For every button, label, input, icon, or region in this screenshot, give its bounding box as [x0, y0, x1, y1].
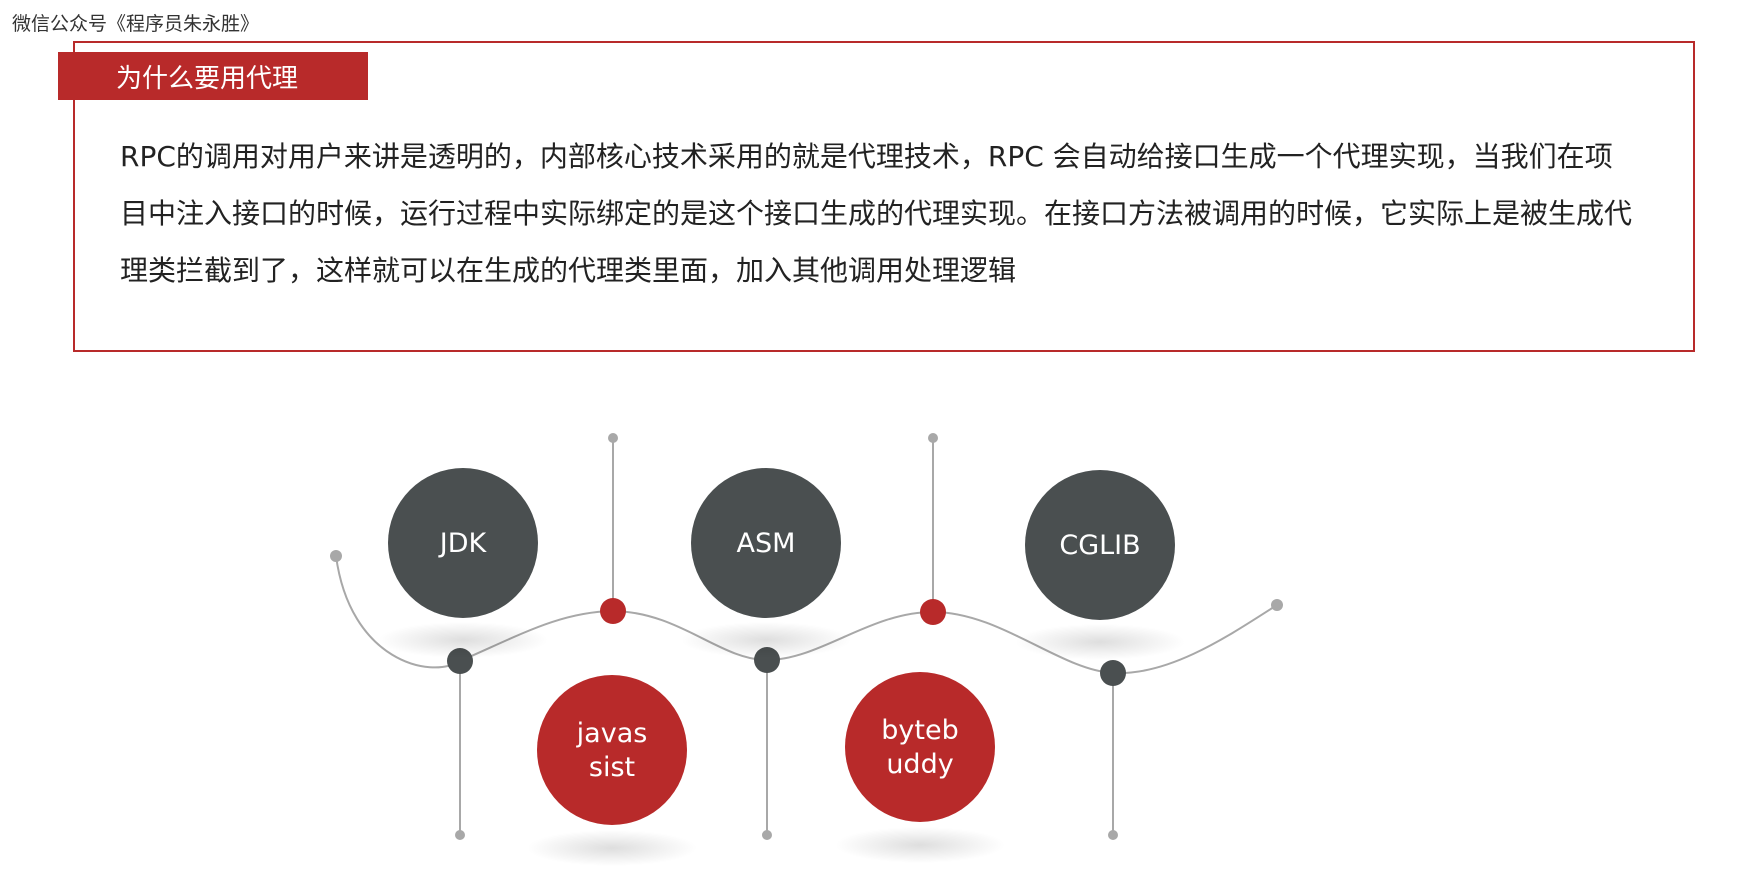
node-bytebuddy: byteb uddy	[845, 672, 995, 822]
end-dot	[1271, 599, 1283, 611]
end-dot	[762, 830, 772, 840]
node-shadow	[681, 622, 851, 658]
node-javassist: javas sist	[537, 675, 687, 825]
watermark-header: 微信公众号《程序员朱永胜》	[12, 13, 260, 35]
end-dot	[455, 830, 465, 840]
content-frame	[73, 41, 1695, 352]
node-cglib-label: CGLIB	[1059, 530, 1140, 561]
junction-dot	[600, 598, 626, 624]
node-jdk-label: JDK	[438, 528, 488, 559]
junction-dot	[1100, 660, 1126, 686]
node-jdk-circle	[388, 468, 538, 618]
section-title: 为什么要用代理	[58, 52, 368, 100]
node-shadow	[527, 830, 697, 866]
section-description: RPC的调用对用户来讲是透明的，内部核心技术采用的就是代理技术，RPC 会自动给…	[120, 140, 1633, 287]
node-bytebuddy-circle	[845, 672, 995, 822]
node-shadow	[1015, 624, 1185, 660]
end-dot	[608, 433, 618, 443]
node-javassist-label-line2: sist	[589, 752, 635, 783]
junction-dot	[920, 599, 946, 625]
end-dot	[330, 550, 342, 562]
node-jdk: JDK	[388, 468, 538, 618]
end-dot	[1108, 830, 1118, 840]
node-javassist-label-line1: javas	[576, 718, 648, 749]
node-cglib: CGLIB	[1025, 470, 1175, 620]
node-javassist-circle	[537, 675, 687, 825]
node-cglib-circle	[1025, 470, 1175, 620]
node-shadow	[835, 827, 1005, 863]
node-bytebuddy-label-line2: uddy	[886, 749, 953, 780]
node-shadow	[378, 622, 548, 658]
node-asm: ASM	[691, 468, 841, 618]
end-dot	[928, 433, 938, 443]
node-bytebuddy-label-line1: byteb	[881, 715, 958, 746]
node-asm-label: ASM	[737, 528, 796, 559]
node-asm-circle	[691, 468, 841, 618]
